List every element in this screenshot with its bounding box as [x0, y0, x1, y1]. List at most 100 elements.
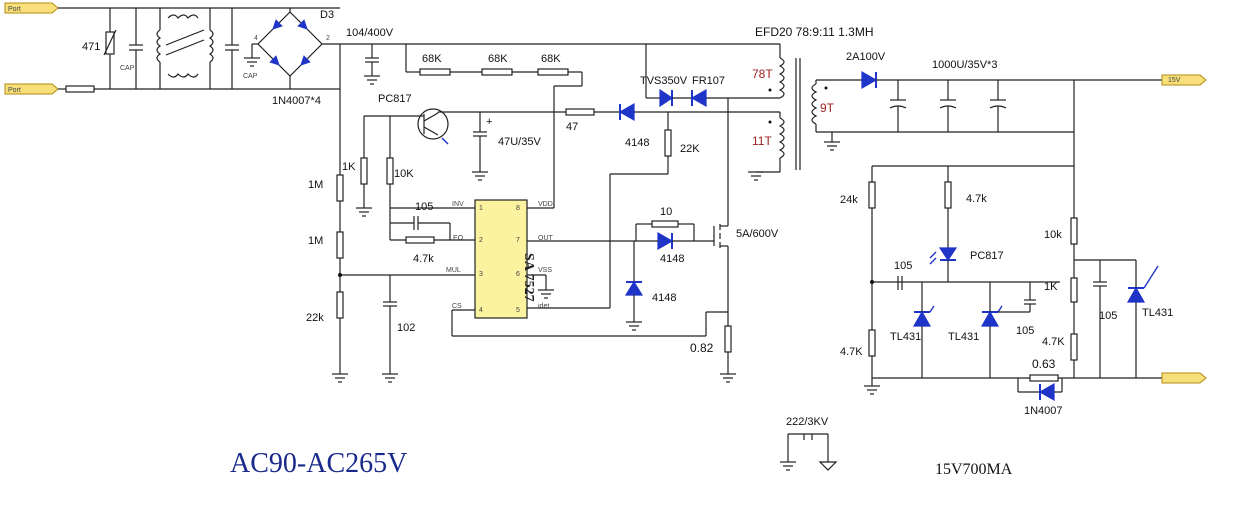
svg-text:1K: 1K — [342, 161, 356, 173]
resistor-0.63-shunt — [1029, 374, 1059, 382]
svg-text:7: 7 — [516, 237, 520, 244]
svg-text:1K: 1K — [1044, 281, 1058, 293]
svg-text:2: 2 — [479, 237, 483, 244]
svg-text:MUL: MUL — [446, 267, 461, 274]
primary-opto-section: PC817 1K 10K + 47U/35V 47 — [342, 93, 746, 308]
svg-text:PC817: PC817 — [970, 250, 1004, 262]
svg-text:105: 105 — [1099, 310, 1117, 322]
svg-text:68K: 68K — [541, 53, 561, 65]
svg-text:TL431: TL431 — [948, 331, 979, 343]
svg-text:CAP: CAP — [243, 73, 258, 80]
svg-text:222/3KV: 222/3KV — [786, 416, 829, 428]
svg-text:4: 4 — [254, 35, 258, 42]
svg-text:1M: 1M — [308, 235, 323, 247]
input-ports: Port Port — [4, 2, 59, 95]
svg-text:105: 105 — [894, 260, 912, 272]
svg-text:TVS350V: TVS350V — [640, 75, 688, 87]
svg-text:4.7K: 4.7K — [840, 346, 863, 358]
svg-text:VSS: VSS — [538, 267, 552, 274]
svg-text:0.82: 0.82 — [690, 341, 714, 355]
ac-input-port-2 — [4, 83, 59, 95]
ic-sa7527-body — [474, 199, 528, 319]
svg-text:CAP: CAP — [120, 65, 135, 72]
fuse — [65, 85, 95, 93]
svg-text:0.63: 0.63 — [1032, 357, 1056, 371]
svg-text:15V: 15V — [1168, 77, 1181, 84]
dc-output-port — [1161, 74, 1207, 86]
svg-text:4148: 4148 — [625, 137, 649, 149]
svg-text:68K: 68K — [422, 53, 442, 65]
svg-text:TL431: TL431 — [1142, 307, 1173, 319]
svg-text:4.7k: 4.7k — [413, 253, 434, 265]
y-capacitor: 222/3KV — [780, 416, 838, 471]
svg-text:6: 6 — [516, 271, 520, 278]
svg-text:2A100V: 2A100V — [846, 51, 886, 63]
svg-text:EO: EO — [453, 235, 464, 242]
resistor-10-gate — [651, 220, 679, 228]
svg-text:5A/600V: 5A/600V — [736, 228, 779, 240]
resistor-4k7-opto — [944, 181, 952, 209]
resistor-68k-1 — [419, 68, 451, 76]
svg-text:1N4007: 1N4007 — [1024, 405, 1063, 417]
resistor-1m-1 — [336, 174, 344, 202]
svg-text:3: 3 — [479, 271, 483, 278]
input-wiring: 471 CAP CAP — [58, 7, 340, 93]
resistor-1k-primary — [360, 157, 368, 185]
controller-ic: SA 7527 1 2 3 4 8 7 6 5 INV EO MUL CS VD… — [390, 199, 706, 337]
resistor-1k-secondary — [1070, 277, 1078, 303]
svg-text:INV: INV — [452, 201, 464, 208]
svg-text:1000U/35V*3: 1000U/35V*3 — [932, 59, 997, 71]
resistor-10k-primary — [386, 157, 394, 185]
resistor-10k-secondary — [1070, 217, 1078, 245]
transformer: EFD20 78:9:11 1.3MH 78T 11T 9T — [740, 25, 874, 181]
resistor-68k-3 — [537, 68, 569, 76]
secondary-output: 2A100V 1000U/35V*3 15V 24k 4.7k — [816, 51, 1207, 417]
svg-text:104/400V: 104/400V — [346, 27, 394, 39]
svg-text:11T: 11T — [752, 134, 772, 148]
resistor-4k7-feedback — [405, 236, 435, 244]
svg-text:78T: 78T — [752, 67, 773, 81]
svg-text:PC817: PC817 — [378, 93, 412, 105]
svg-text:105: 105 — [1016, 325, 1034, 337]
svg-text:2: 2 — [326, 35, 330, 42]
svg-text:1M: 1M — [308, 179, 323, 191]
svg-text:5: 5 — [516, 307, 520, 314]
svg-text:10k: 10k — [1044, 229, 1062, 241]
svg-text:9T: 9T — [820, 101, 835, 115]
svg-text:24k: 24k — [840, 194, 858, 206]
svg-text:4148: 4148 — [660, 253, 684, 265]
svg-text:4.7k: 4.7k — [966, 193, 987, 205]
svg-text:Port: Port — [8, 6, 21, 13]
svg-text:1: 1 — [479, 205, 483, 212]
bridge-rectifier: D3 4 2 1N4007*4 — [244, 8, 340, 107]
svg-text:8: 8 — [516, 205, 520, 212]
gate-drive: 10 4148 4148 5A/600V 0.82 — [624, 98, 779, 383]
svg-text:TL431: TL431 — [890, 331, 921, 343]
resistor-22k — [336, 291, 344, 319]
svg-text:Port: Port — [8, 87, 21, 94]
svg-text:FR107: FR107 — [692, 75, 725, 87]
svg-text:68K: 68K — [488, 53, 508, 65]
snubber: TVS350V FR107 — [640, 44, 746, 108]
svg-text:22k: 22k — [306, 312, 324, 324]
svg-text:CS: CS — [452, 303, 462, 310]
resistor-4k7-secondary — [1070, 333, 1078, 361]
svg-text:47: 47 — [566, 121, 578, 133]
svg-text:OUT: OUT — [538, 235, 554, 242]
svg-text:22K: 22K — [680, 143, 700, 155]
svg-text:+: + — [486, 116, 492, 128]
dc-return-port — [1161, 372, 1207, 384]
svg-text:1N4007*4: 1N4007*4 — [272, 95, 321, 107]
resistor-68k-2 — [481, 68, 513, 76]
svg-text:102: 102 — [397, 322, 415, 334]
resistor-22k-gate — [664, 129, 672, 157]
winding-aux — [778, 117, 785, 159]
svg-text:4.7K: 4.7K — [1042, 336, 1065, 348]
resistor-0.82-sense — [724, 325, 732, 353]
svg-text:EFD20 78:9:11 1.3MH: EFD20 78:9:11 1.3MH — [755, 25, 874, 39]
resistor-1m-2 — [336, 231, 344, 259]
winding-secondary — [811, 83, 818, 125]
input-range-caption: AC90-AC265V — [230, 448, 407, 479]
